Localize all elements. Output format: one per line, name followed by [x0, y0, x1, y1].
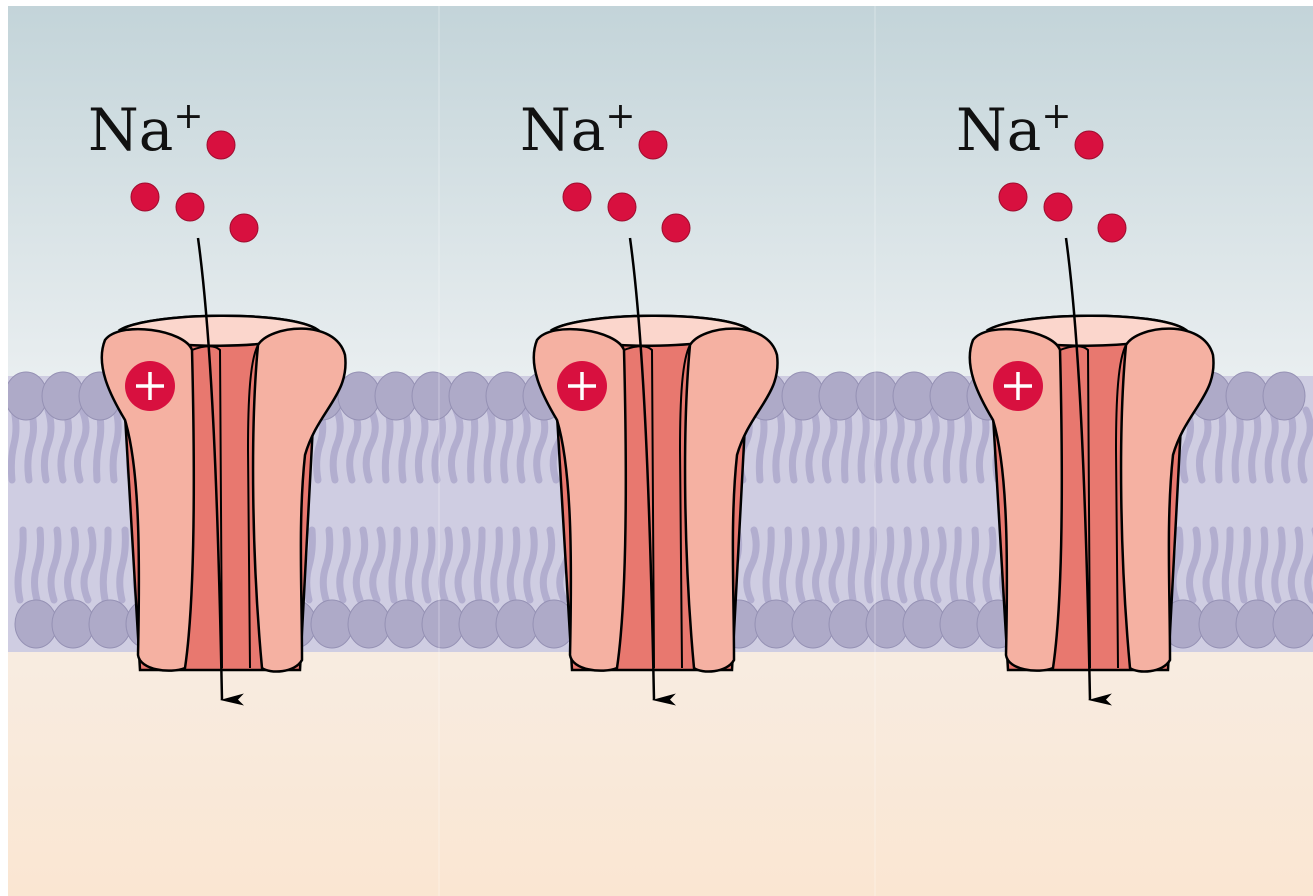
sodium-ion	[563, 183, 591, 211]
sodium-ion	[662, 214, 690, 242]
sodium-ion	[1098, 214, 1126, 242]
positive-charge-icon: +	[125, 361, 175, 411]
ion-charge: +	[1041, 96, 1071, 137]
sodium-ion	[999, 183, 1027, 211]
sodium-ion	[639, 131, 667, 159]
intracellular-region	[8, 652, 1313, 896]
ion-name: Na	[520, 96, 605, 164]
sodium-ion	[230, 214, 258, 242]
sodium-ion	[131, 183, 159, 211]
positive-charge-icon: +	[993, 361, 1043, 411]
ion-charge: +	[605, 96, 635, 137]
sodium-ion	[207, 131, 235, 159]
ion-charge: +	[173, 96, 203, 137]
ion-name: Na	[956, 96, 1041, 164]
sodium-ion	[176, 193, 204, 221]
sodium-ion	[608, 193, 636, 221]
ion-name: Na	[88, 96, 173, 164]
positive-charge-icon: +	[557, 361, 607, 411]
sodium-ion	[1044, 193, 1072, 221]
sodium-ion	[1075, 131, 1103, 159]
